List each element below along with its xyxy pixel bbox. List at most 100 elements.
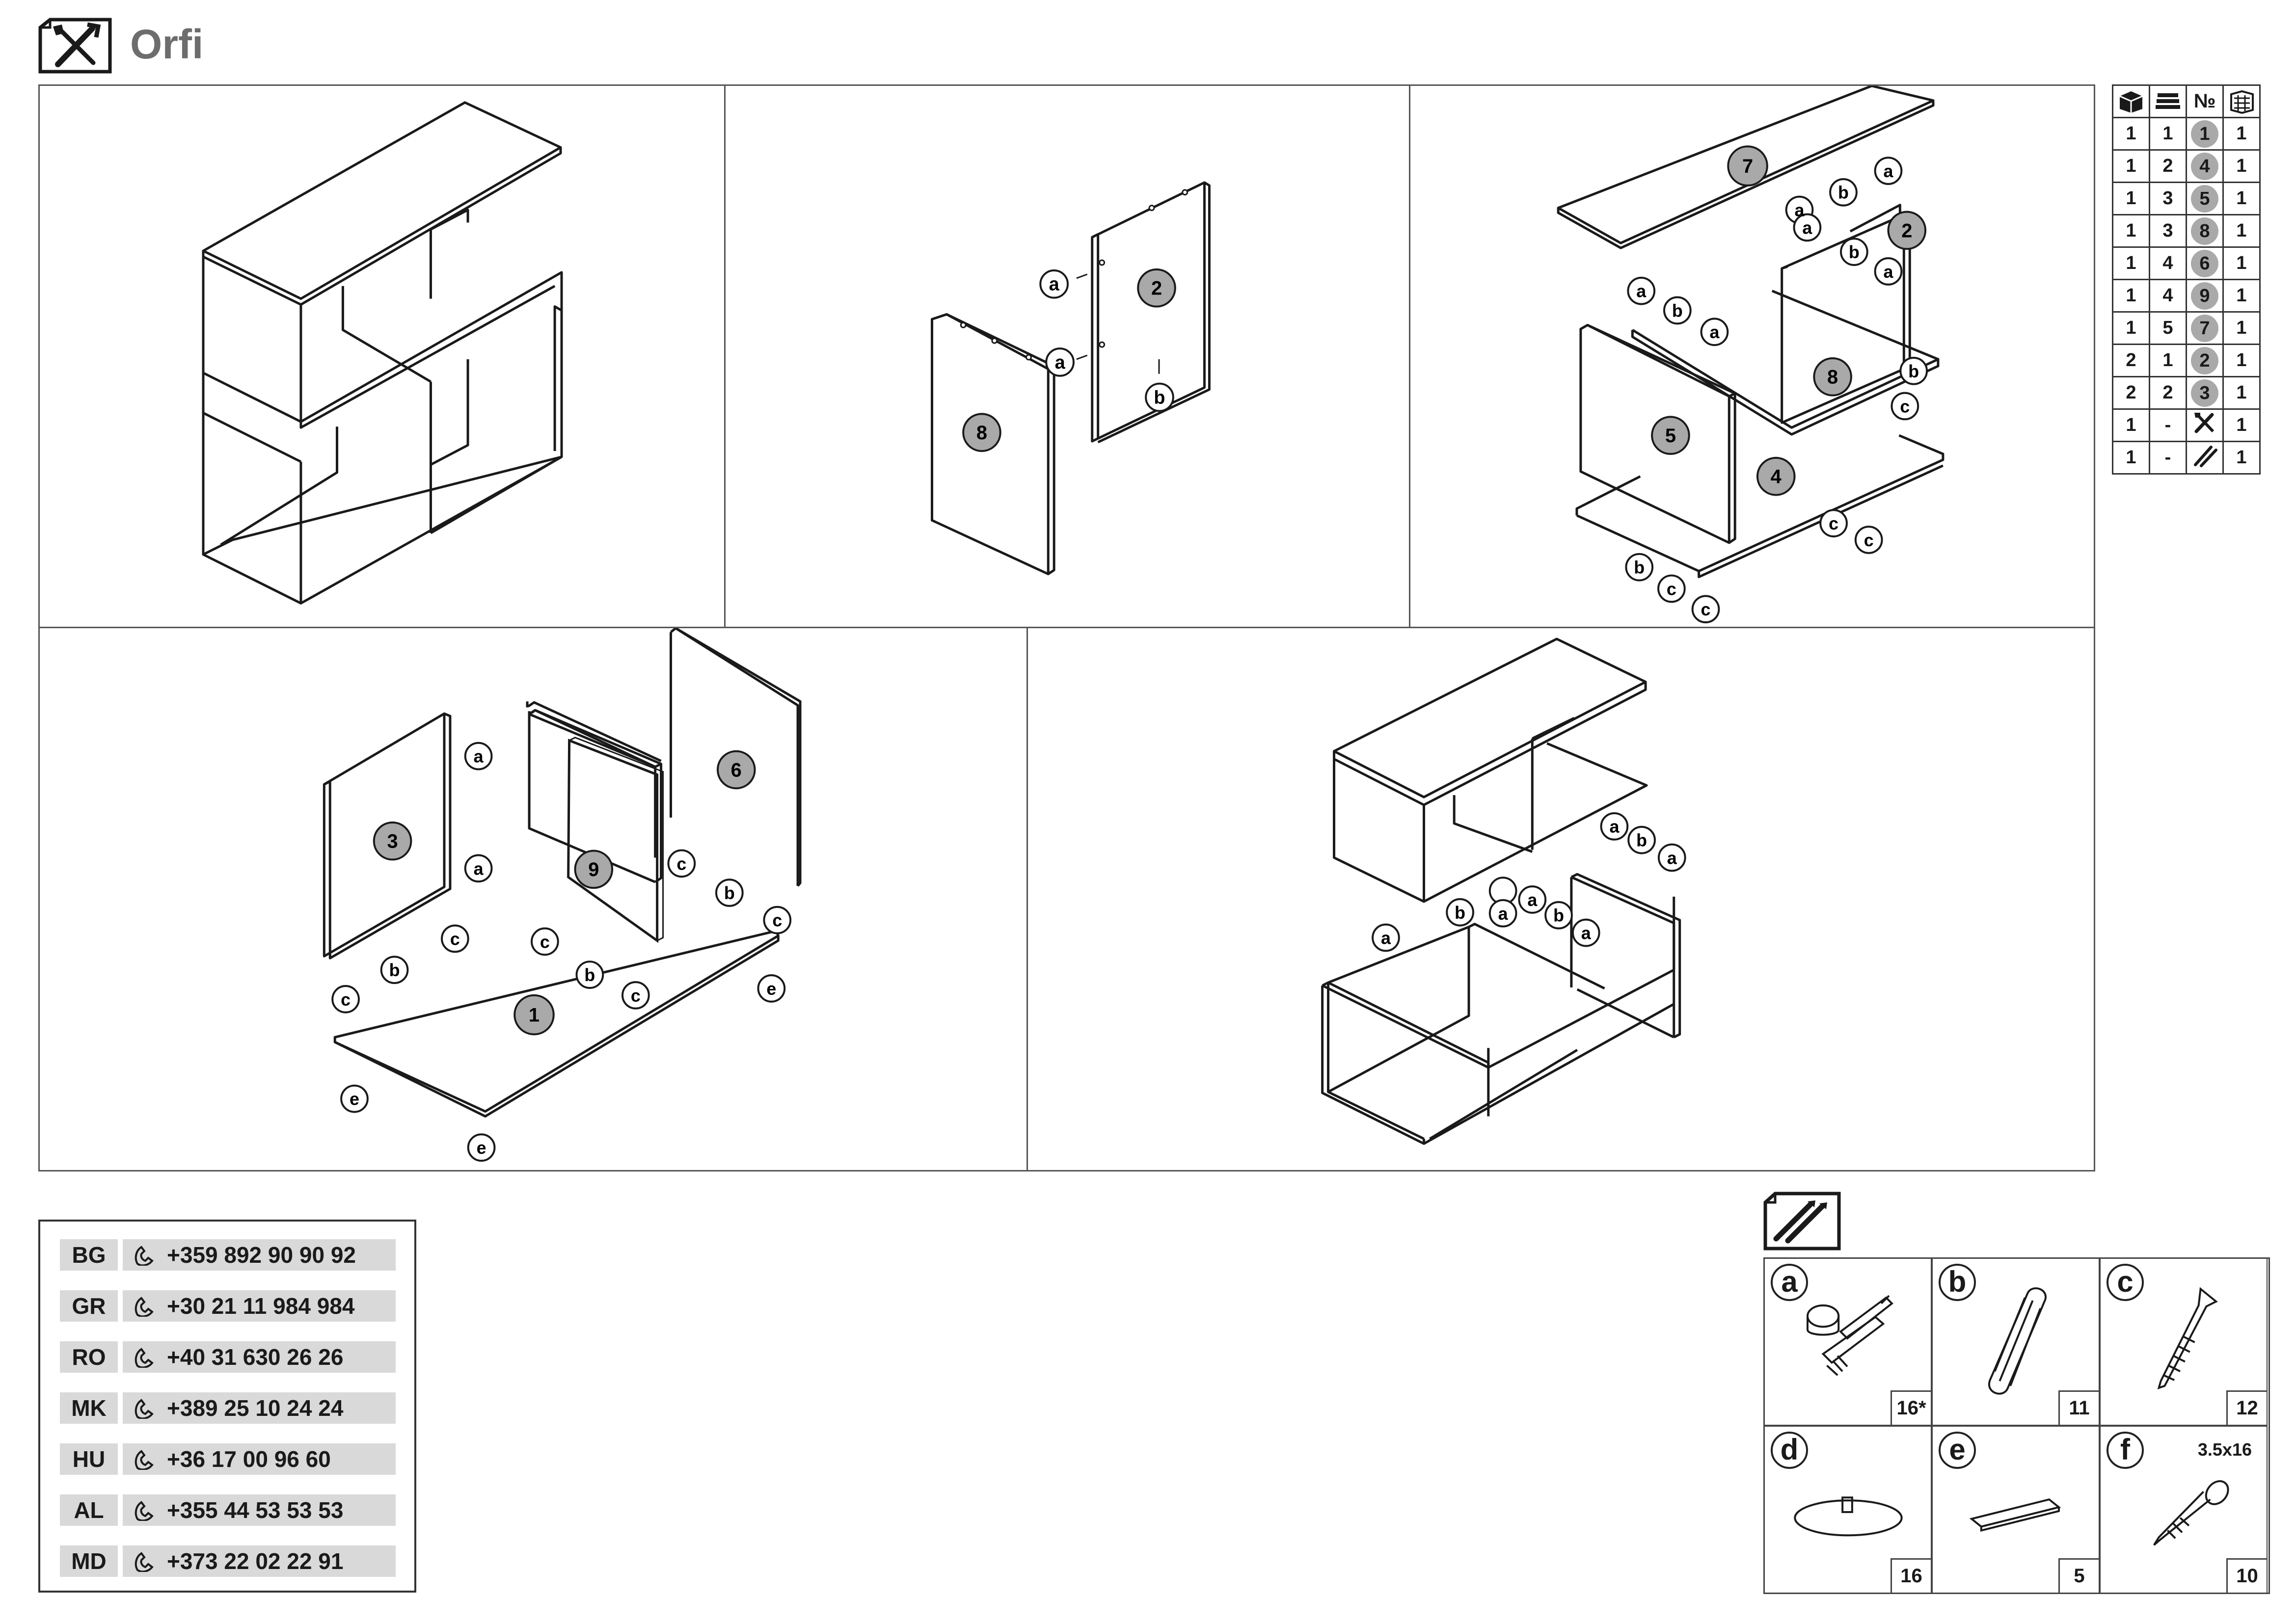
table-cell: 1 [2222,279,2261,313]
part-number: 2 [2191,346,2218,374]
table-cell: 2 [2112,344,2150,377]
fastener-label: a [1581,924,1592,943]
phone-box: +355 44 53 53 53 [123,1494,396,1526]
fastener-label: a [1709,322,1720,342]
country-code: MD [60,1545,118,1577]
part-number-cell: 1 [2186,117,2224,151]
hardware-size: 3.5x16 [2197,1439,2252,1460]
fastener-label: b [1672,301,1683,320]
fastener-label: b [724,883,735,903]
fastener-label: a [1381,929,1391,948]
fastener-label: c [772,911,782,931]
part-chip-3: 3 [373,821,412,861]
table-cell: 1 [2222,376,2261,410]
phone-icon [135,1501,154,1521]
tools-icon [2186,408,2224,442]
country-code: HU [60,1443,118,1475]
table-cell: 4 [2149,246,2187,280]
part-number-cell: 9 [2186,279,2224,313]
hardware-letter: a [1771,1264,1808,1301]
part-number-cell: 2 [2186,344,2224,377]
part-chip-8: 8 [962,413,1001,452]
step-panel-3: 7 2 8 5 4 a b a a b a a b a b c c [1409,84,2095,628]
hardware-quantity: 11 [2058,1390,2099,1425]
fastener-label: e [477,1138,486,1158]
phone-number: +355 44 53 53 53 [167,1497,344,1523]
hardware-letter: e [1939,1432,1976,1469]
fastener-label: a [1795,201,1805,220]
part-chip-8: 8 [1813,357,1852,397]
hardware-letter: d [1771,1432,1808,1469]
wood-screw-icon [2153,1480,2229,1546]
hardware-quantity: 5 [2058,1558,2099,1593]
fastener-label: b [1455,903,1465,923]
part-number: 7 [1742,156,1753,177]
step-5-diagram: a b a a b a a b a [1321,638,1686,1145]
fastener-label: c [450,929,460,949]
phone-icon [135,1399,154,1419]
glide-pad-icon [1794,1496,1903,1537]
table-cell: 3 [2149,214,2187,248]
table-cell: 1 [2222,311,2261,345]
part-number: 2 [1901,220,1912,241]
cam-lock-icon [1806,1295,1893,1376]
phone-number: +40 31 630 26 26 [167,1344,344,1370]
part-number: 5 [2191,185,2218,213]
table-cell: 5 [2149,311,2187,345]
hardware-quantity: 10 [2226,1558,2267,1593]
fastener-label: a [1055,352,1066,373]
phone-icon [135,1246,154,1266]
part-number: 8 [1827,367,1838,388]
fastener-label: a [1884,161,1894,181]
phone-icon [135,1552,154,1572]
step-panel-2: 2 8 a a b [724,84,1410,628]
fastener-label: c [676,854,686,874]
fastener-label: c [341,990,351,1010]
hardware-letter: b [1939,1264,1976,1301]
table-cell: 1 [2112,279,2150,313]
table-cell: 1 [2222,441,2261,475]
part-number: 4 [2191,152,2218,180]
table-cell: 1 [2222,408,2261,442]
hardware-item: b 11 [1932,1258,2100,1426]
phone-icon [135,1297,154,1317]
table-cell: 3 [2149,182,2187,215]
table-cell: 1 [2222,149,2261,183]
table-cell: 2 [2149,149,2187,183]
phone-icon [135,1450,154,1470]
phone-box: +36 17 00 96 60 [123,1443,396,1475]
part-number: 1 [2191,120,2218,148]
part-number: 3 [387,831,398,852]
parts-table-header: № [2112,84,2261,118]
country-code: BG [60,1239,118,1271]
table-cell: - [2149,408,2187,442]
hardware-quantity: 16* [1891,1390,1931,1425]
box-icon [2112,84,2150,118]
step-panel-5: a b a a b a a b a [1026,627,2095,1171]
fastener-label: b [1849,242,1860,262]
hardware-icon [1763,1192,1841,1251]
phone-number: +389 25 10 24 24 [167,1395,344,1421]
part-number: 6 [2191,249,2218,277]
part-number-cell: 8 [2186,214,2224,248]
fastener-label: b [1634,558,1645,578]
fastener-label: a [1609,817,1620,837]
hardware-icon [2186,441,2224,475]
part-number-cell: 6 [2186,246,2224,280]
shelf-support-icon [1969,1498,2061,1532]
hardware-quantity: 12 [2226,1390,2267,1425]
part-number-cell: 7 [2186,311,2224,345]
step-4-diagram: 3 9 6 1 a a c c b c b c b c e e e [323,628,802,1162]
fastener-label: a [1802,218,1812,238]
fastener-label: a [1667,848,1677,868]
part-number: 8 [976,422,987,444]
